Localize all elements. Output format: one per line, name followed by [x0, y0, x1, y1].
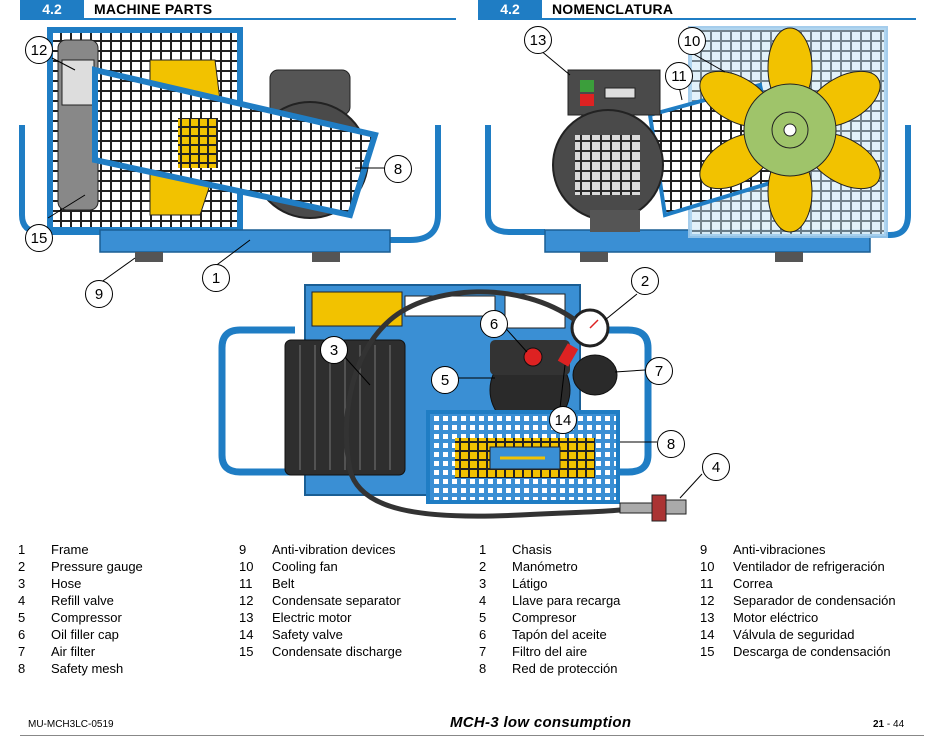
- callout-1: 1: [202, 264, 230, 292]
- model-name: MCH-3 low consumption: [450, 714, 632, 731]
- section-header-machine-parts: 4.2 MACHINE PARTS: [20, 0, 212, 18]
- callout-7: 7: [645, 357, 673, 385]
- section-underline: [20, 18, 456, 20]
- section-title: NOMENCLATURA: [552, 1, 674, 17]
- callout-13: 13: [524, 26, 552, 54]
- page-separator: -: [884, 719, 894, 730]
- callout-4: 4: [702, 453, 730, 481]
- page-total: 44: [893, 719, 905, 730]
- section-number: 4.2: [20, 0, 84, 18]
- section-title: MACHINE PARTS: [94, 1, 213, 17]
- callout-6: 6: [480, 310, 508, 338]
- callout-11: 11: [665, 62, 693, 90]
- callout-8: 8: [384, 155, 412, 183]
- page-number: 21 - 44: [873, 719, 904, 730]
- callout-3: 3: [320, 336, 348, 364]
- document-code: MU-MCH3LC-0519: [28, 719, 114, 730]
- front-view: [218, 284, 703, 522]
- section-number: 4.2: [478, 0, 542, 18]
- callout-2: 2: [631, 267, 659, 295]
- callout-10: 10: [678, 27, 706, 55]
- callout-8: 8: [657, 430, 685, 458]
- callout-12: 12: [25, 36, 53, 64]
- callout-9: 9: [85, 280, 113, 308]
- callout-5: 5: [431, 366, 459, 394]
- callout-15: 15: [25, 224, 53, 252]
- page-current: 21: [873, 719, 885, 730]
- nomenclatura-view: [485, 26, 911, 262]
- machine-parts-view: [19, 27, 441, 284]
- callout-14: 14: [549, 406, 577, 434]
- footer-divider: [20, 735, 924, 736]
- section-underline: [478, 18, 916, 20]
- section-header-nomenclatura: 4.2 NOMENCLATURA: [478, 0, 673, 18]
